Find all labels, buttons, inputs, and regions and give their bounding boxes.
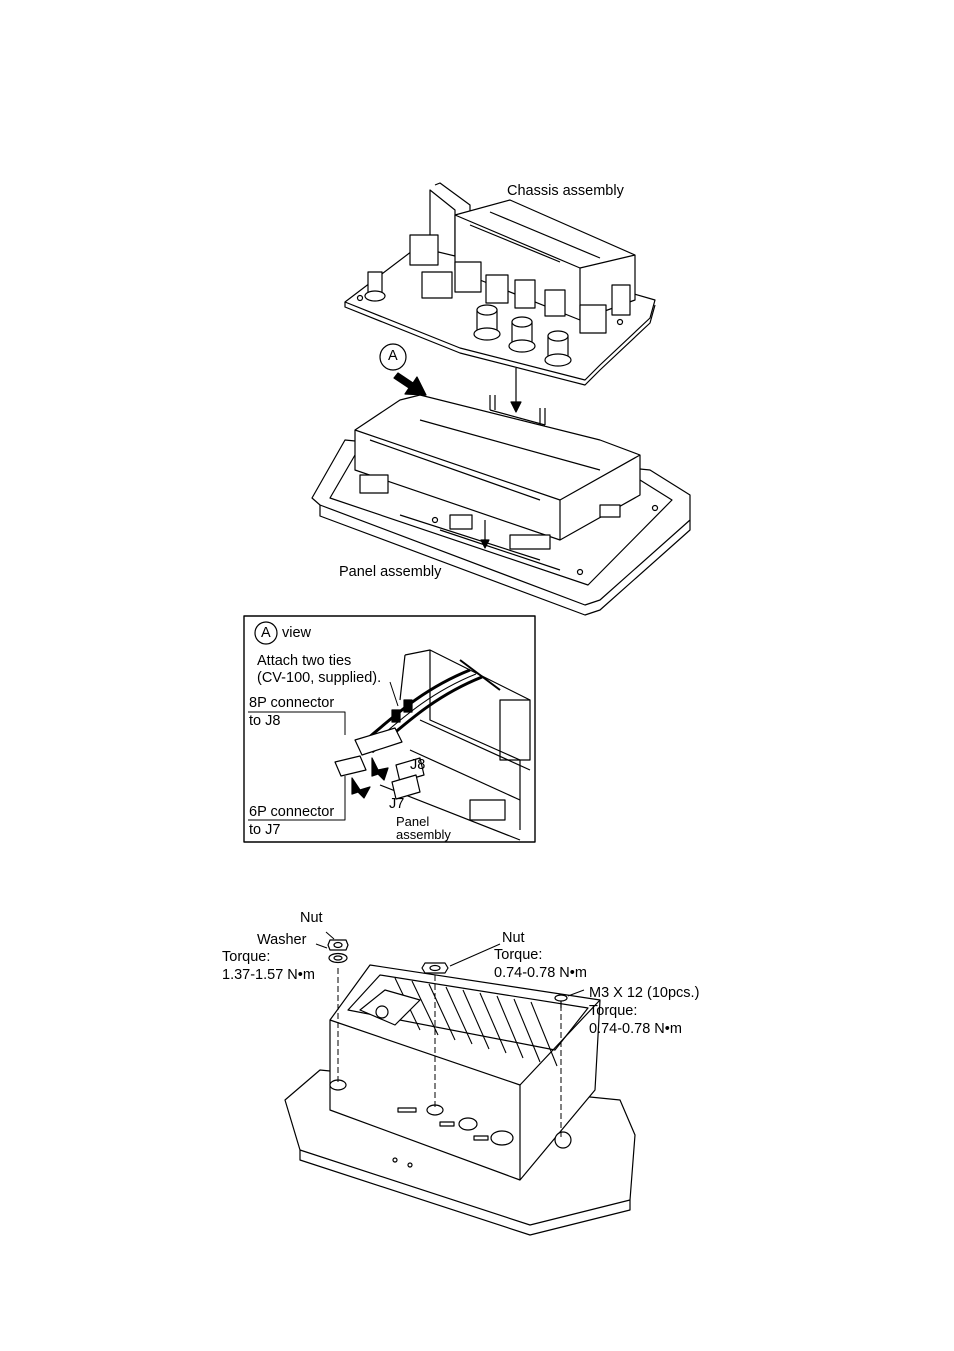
rear-case-drawing	[284, 964, 636, 1236]
detail-panel-label-line2: assembly	[396, 827, 451, 842]
nut-washer-left	[315, 931, 349, 964]
washer-label: Washer	[257, 932, 307, 948]
nut-right	[421, 943, 501, 974]
nut-left-label: Nut	[300, 910, 323, 926]
screw-spec-label: M3 X 12 (10pcs.)	[589, 985, 700, 1001]
ties-note-line2: (CV-100, supplied).	[257, 670, 382, 686]
8p-connector-label: 8P connector	[249, 695, 335, 711]
torque-left-label: Torque:	[222, 949, 271, 965]
j8-label: J8	[410, 757, 426, 773]
view-a-detail-frame	[243, 615, 536, 843]
screw-torque-value: 0.74-0.78 N•m	[589, 1021, 682, 1037]
screw-torque-label: Torque:	[589, 1003, 638, 1019]
ties-note-line1: Attach two ties	[257, 653, 352, 669]
torque-right-value: 0.74-0.78 N•m	[494, 965, 587, 981]
chassis-assembly-drawing	[344, 182, 656, 386]
nut-right-label: Nut	[502, 930, 525, 946]
panel-assembly-drawing	[311, 394, 691, 616]
callout-a-letter: A	[388, 348, 398, 364]
panel-assembly-label: Panel assembly	[339, 564, 442, 580]
chassis-assembly-label: Chassis assembly	[507, 183, 624, 199]
torque-left-value: 1.37-1.57 N•m	[222, 967, 315, 983]
6p-connector-target: to J7	[249, 822, 281, 838]
detail-panel-label-line1: Panel	[396, 814, 430, 829]
view-a-callout-arrow	[379, 343, 427, 396]
8p-connector-target: to J8	[249, 713, 281, 729]
j7-label: J7	[389, 796, 405, 812]
6p-connector-label: 6P connector	[249, 804, 335, 820]
view-a-title: view	[282, 625, 312, 641]
torque-right-label: Torque:	[494, 947, 543, 963]
m3-screw	[554, 989, 585, 1008]
insertion-arrow	[510, 368, 522, 413]
view-a-letter: A	[261, 625, 271, 641]
